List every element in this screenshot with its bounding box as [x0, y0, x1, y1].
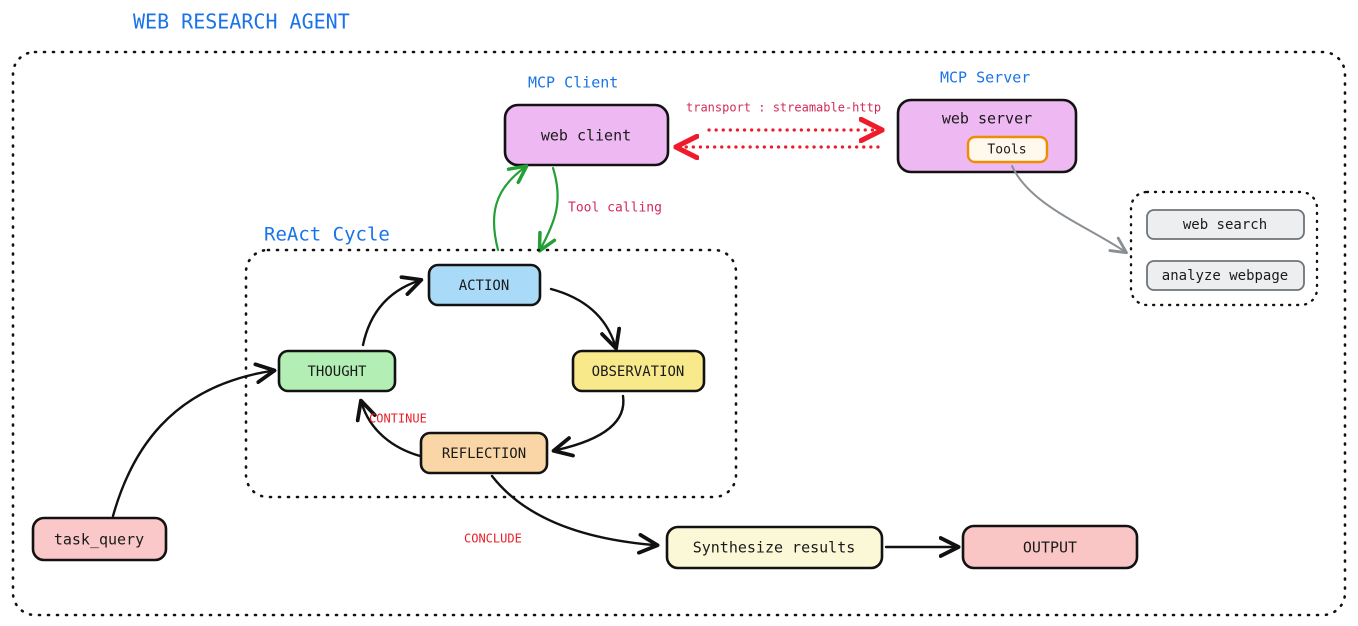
- task-query-to-thought-arrow: [111, 371, 271, 518]
- reflection-to-thought-arrow: [362, 404, 422, 458]
- observation-to-reflection-arrow: [557, 394, 625, 450]
- agent-boundary: [11, 50, 1347, 617]
- observation-label: OBSERVATION: [592, 364, 685, 380]
- output-label: OUTPUT: [1023, 539, 1077, 557]
- tools-badge[interactable]: [966, 135, 1049, 164]
- page-title: WEB RESEARCH AGENT: [133, 10, 350, 34]
- tool-item-web-search-label: web search: [1183, 217, 1267, 233]
- reflection-node[interactable]: [419, 431, 549, 475]
- action-node[interactable]: [427, 263, 542, 307]
- task-query-node[interactable]: [31, 516, 168, 562]
- reflection-to-synthesize-arrow: [490, 474, 654, 545]
- tool-item-analyze-webpage-label: analyze webpage: [1162, 268, 1288, 284]
- mcp-server-label: MCP Server: [940, 69, 1030, 87]
- mcp-client-label: MCP Client: [528, 74, 618, 92]
- task-query-label: task_query: [54, 531, 144, 549]
- tool-item-web-search[interactable]: [1146, 209, 1305, 240]
- action-label: ACTION: [459, 278, 510, 294]
- tool-item-analyze-webpage[interactable]: [1146, 260, 1305, 291]
- thought-to-action-arrow: [361, 281, 418, 347]
- synthesize-label: Synthesize results: [693, 539, 856, 557]
- tool-calling-label: Tool calling: [568, 201, 662, 216]
- tools-badge-label: Tools: [987, 143, 1026, 158]
- conclude-label: CONCLUDE: [464, 532, 522, 546]
- tool-calling-up-arrow: [492, 168, 524, 252]
- web-client-label: web client: [541, 127, 631, 145]
- web-server-label: web server: [942, 110, 1032, 128]
- action-to-observation-arrow: [549, 287, 615, 345]
- continue-label: CONTINUE: [369, 412, 427, 426]
- tool-calling-down-arrow: [541, 166, 559, 248]
- thought-label: THOUGHT: [307, 364, 367, 380]
- transport-label: transport : streamable-http: [686, 101, 881, 115]
- thought-node[interactable]: [277, 349, 397, 393]
- tools-to-tool-list-arrow: [1011, 165, 1128, 255]
- observation-node[interactable]: [571, 349, 706, 393]
- tool-list-container: [1129, 190, 1319, 307]
- react-cycle-label: ReAct Cycle: [264, 224, 390, 246]
- synthesize-node[interactable]: [665, 525, 884, 570]
- output-node[interactable]: [961, 524, 1139, 570]
- reflection-label: REFLECTION: [442, 446, 526, 462]
- web-client-node[interactable]: [503, 103, 670, 167]
